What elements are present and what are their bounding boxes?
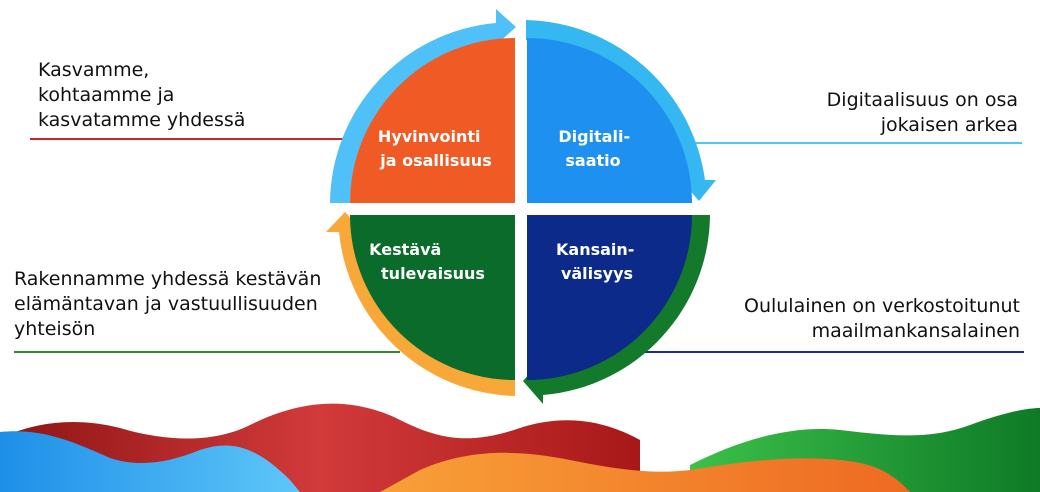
quadrant-label-kestava: Kestävä tulevaisuus bbox=[369, 240, 485, 283]
arrow-ring-bottom-right bbox=[523, 215, 710, 404]
description-top-left: Kasvamme, kohtaamme ja kasvatamme yhdess… bbox=[38, 59, 246, 131]
quadrant-label-hyvinvointi: Hyvinvointi ja osallisuus bbox=[378, 127, 492, 170]
quadrant-label-kansainvalisyys: Kansain- välisyys bbox=[556, 240, 640, 283]
quadrant-label-digitalisaatio: Digitali- saatio bbox=[558, 127, 635, 170]
quadrant-kestava bbox=[350, 215, 515, 380]
wave-blue-left bbox=[0, 431, 300, 492]
arrow-ring-top-left bbox=[330, 9, 516, 203]
decorative-waves bbox=[0, 403, 1040, 492]
arrow-ring-top-right bbox=[526, 20, 716, 201]
quadrant-digitalisaatio bbox=[527, 38, 692, 203]
description-bottom-left: Rakennamme yhdessä kestävän elämäntavan … bbox=[14, 268, 322, 340]
wave-orange-middle bbox=[380, 452, 910, 492]
quadrant-hyvinvointi bbox=[350, 38, 515, 203]
description-top-right: Digitaalisuus on osa jokaisen arkea bbox=[826, 89, 1018, 136]
quadrant-kansainvalisyys bbox=[527, 215, 692, 380]
description-bottom-right: Oululainen on verkostoitunut maailmankan… bbox=[743, 295, 1020, 342]
